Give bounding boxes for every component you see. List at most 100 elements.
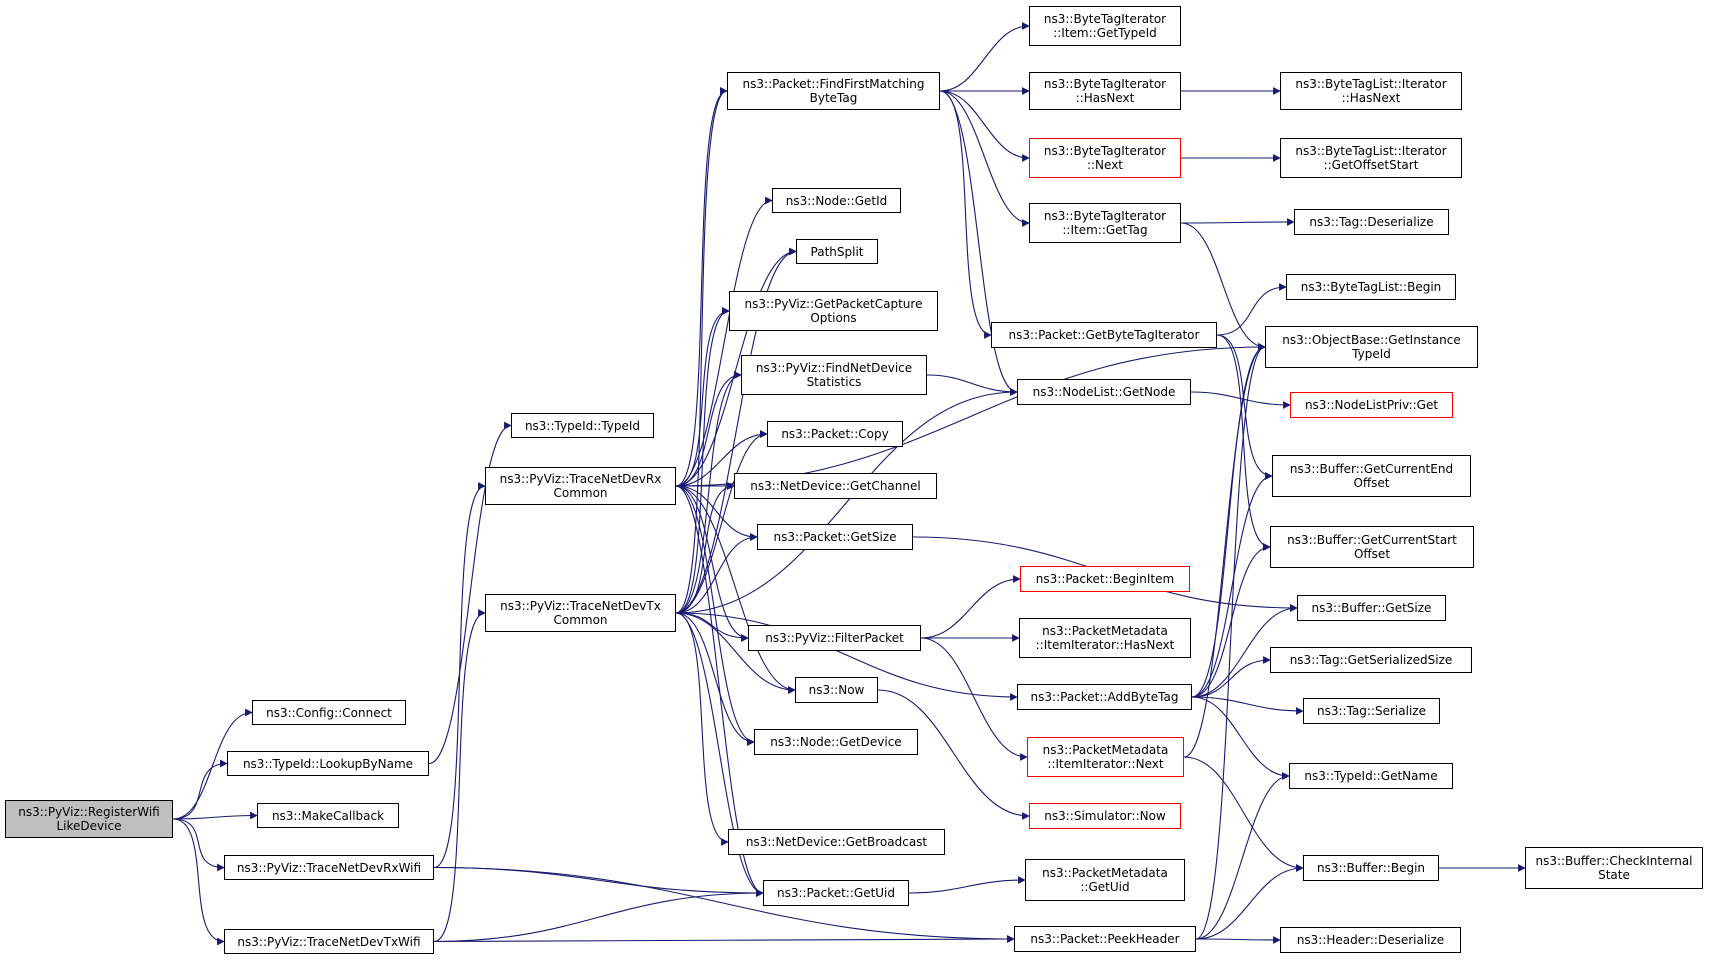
node-byte-tag-list-begin[interactable]: ns3::ByteTagList::Begin <box>1286 274 1456 300</box>
edge-traceTxCommon-to-nodeListGetNode <box>675 388 1018 614</box>
edge-traceRxCommon-to-getPacketCapture <box>675 307 730 487</box>
node-buffer-get-current-end-offset[interactable]: ns3::Buffer::GetCurrentEnd Offset <box>1272 455 1471 497</box>
node-node-get-device[interactable]: ns3::Node::GetDevice <box>754 729 918 755</box>
node-make-callback[interactable]: ns3::MakeCallback <box>257 803 399 828</box>
edge-traceRxCommon-to-pathSplit <box>675 247 797 487</box>
edge-traceTxCommon-to-netDevGetChannel <box>675 482 735 614</box>
edge-traceTxWifi-to-traceTxCommon <box>433 609 486 943</box>
edge-traceRxCommon-to-nodeGetId <box>675 196 773 487</box>
edge-findFirstMatching-to-btiItemGetTag <box>939 90 1030 227</box>
edge-addByteTag-to-typeIdGetName <box>1191 696 1290 780</box>
edge-traceTxCommon-to-ns3Now <box>675 612 796 694</box>
node-byte-tag-iterator-has-next[interactable]: ns3::ByteTagIterator ::HasNext <box>1029 72 1181 110</box>
edge-registerWifi-to-lookupByName <box>172 759 228 820</box>
node-filter-packet[interactable]: ns3::PyViz::FilterPacket <box>748 625 921 651</box>
node-trace-net-dev-rx-common[interactable]: ns3::PyViz::TraceNetDevRx Common <box>485 467 676 505</box>
edge-addByteTag-to-bufGetCurrentEndOffset <box>1191 472 1273 698</box>
edge-traceRxWifi-to-packetGetUid <box>433 866 764 897</box>
edge-nodeListGetNode-to-nodeListPrivGet <box>1190 391 1291 409</box>
node-packet-metadata-item-iterator-next[interactable]: ns3::PacketMetadata ::ItemIterator::Next <box>1027 737 1184 777</box>
node-tag-deserialize[interactable]: ns3::Tag::Deserialize <box>1294 209 1449 235</box>
node-typeid-typeid[interactable]: ns3::TypeId::TypeId <box>511 413 654 438</box>
node-get-packet-capture-options[interactable]: ns3::PyViz::GetPacketCapture Options <box>729 291 938 331</box>
edge-getByteTagIterator-to-bufGetCurrentEndOffset <box>1216 334 1273 480</box>
edge-filterPacket-to-packetBeginItem <box>920 575 1021 639</box>
node-packet-metadata-get-uid[interactable]: ns3::PacketMetadata ::GetUid <box>1025 859 1185 901</box>
edge-traceRxCommon-to-filterPacket <box>675 485 749 642</box>
node-buffer-get-current-start-offset[interactable]: ns3::Buffer::GetCurrentStart Offset <box>1270 526 1474 568</box>
edge-findFirstMatching-to-btiNext <box>939 90 1030 162</box>
edge-traceTxWifi-to-peekHeader <box>433 935 1015 943</box>
node-tag-serialize[interactable]: ns3::Tag::Serialize <box>1303 698 1440 724</box>
edge-findFirstMatching-to-getByteTagIterator <box>939 90 992 339</box>
edge-traceTxCommon-to-getPacketCapture <box>675 307 730 614</box>
node-buffer-check-internal-state[interactable]: ns3::Buffer::CheckInternal State <box>1525 847 1703 889</box>
node-buffer-begin[interactable]: ns3::Buffer::Begin <box>1303 855 1439 881</box>
node-typeid-get-name[interactable]: ns3::TypeId::GetName <box>1289 763 1453 789</box>
edge-traceTxWifi-to-packetGetUid <box>433 889 764 943</box>
node-header-deserialize[interactable]: ns3::Header::Deserialize <box>1280 927 1461 953</box>
node-byte-tag-iterator-item-get-type-id[interactable]: ns3::ByteTagIterator ::Item::GetTypeId <box>1029 6 1181 46</box>
edge-peekHeader-to-headerDeserialize <box>1195 936 1281 944</box>
node-net-device-get-broadcast[interactable]: ns3::NetDevice::GetBroadcast <box>728 829 945 855</box>
edge-findFirstMatching-to-nodeListGetNode <box>939 90 1018 396</box>
edge-registerWifi-to-configConnect <box>172 708 253 820</box>
edge-traceTxCommon-to-findNetDevStats <box>675 371 742 614</box>
edge-traceTxCommon-to-packetGetSize <box>675 533 758 614</box>
edge-traceRxCommon-to-ns3Now <box>675 485 796 694</box>
node-byte-tag-iterator-item-get-tag[interactable]: ns3::ByteTagIterator ::Item::GetTag <box>1029 203 1181 243</box>
edge-ns3Now-to-simulatorNow <box>877 689 1030 820</box>
node-packet-peek-header[interactable]: ns3::Packet::PeekHeader <box>1014 926 1196 952</box>
node-find-first-matching-byte-tag[interactable]: ns3::Packet::FindFirstMatching ByteTag <box>727 72 940 110</box>
node-object-base-get-instance-type-id[interactable]: ns3::ObjectBase::GetInstance TypeId <box>1265 326 1478 368</box>
node-typeid-lookup-by-name[interactable]: ns3::TypeId::LookupByName <box>227 751 429 776</box>
node-packet-copy[interactable]: ns3::Packet::Copy <box>767 421 903 447</box>
node-find-net-device-statistics[interactable]: ns3::PyViz::FindNetDevice Statistics <box>741 355 927 395</box>
node-tag-get-serialized-size[interactable]: ns3::Tag::GetSerializedSize <box>1270 647 1472 673</box>
edge-getByteTagIterator-to-btlBegin <box>1216 283 1287 336</box>
node-packet-get-size[interactable]: ns3::Packet::GetSize <box>757 524 913 550</box>
edge-btiItemGetTag-to-tagDeserialize <box>1180 218 1295 226</box>
edge-registerWifi-to-makeCallback <box>172 811 258 820</box>
node-packet-metadata-item-iterator-has-next[interactable]: ns3::PacketMetadata ::ItemIterator::HasN… <box>1019 618 1191 658</box>
node-trace-net-dev-tx-common[interactable]: ns3::PyViz::TraceNetDevTx Common <box>485 594 676 632</box>
node-buffer-get-size[interactable]: ns3::Buffer::GetSize <box>1297 595 1446 621</box>
node-byte-tag-list-iterator-get-offset-start[interactable]: ns3::ByteTagList::Iterator ::GetOffsetSt… <box>1280 138 1462 178</box>
node-node-list-get-node[interactable]: ns3::NodeList::GetNode <box>1017 379 1191 405</box>
node-byte-tag-list-iterator-has-next[interactable]: ns3::ByteTagList::Iterator ::HasNext <box>1280 72 1462 110</box>
edge-findNetDevStats-to-nodeListGetNode <box>926 374 1018 396</box>
edge-traceTxCommon-to-findFirstMatching <box>675 87 728 614</box>
edge-lookupByName-to-typeIdTypeId <box>428 421 512 765</box>
node-node-get-id[interactable]: ns3::Node::GetId <box>772 188 901 213</box>
edge-peekHeader-to-bufBegin <box>1195 864 1304 940</box>
edge-registerWifi-to-traceRxWifi <box>172 818 225 872</box>
edge-addByteTag-to-tagGetSerializedSize <box>1191 656 1271 698</box>
edge-peekHeader-to-objBaseGetInstanceTypeId <box>1195 343 1266 940</box>
edge-addByteTag-to-tagSerialize <box>1191 696 1304 715</box>
edge-registerWifi-to-traceTxWifi <box>172 818 225 946</box>
edge-findFirstMatching-to-btiItemGetTypeId <box>939 22 1030 92</box>
node-trace-net-dev-rx-wifi[interactable]: ns3::PyViz::TraceNetDevRxWifi <box>224 855 434 880</box>
edge-addByteTag-to-objBaseGetInstanceTypeId <box>1191 343 1266 698</box>
node-packet-get-uid[interactable]: ns3::Packet::GetUid <box>763 880 909 906</box>
node-packet-get-byte-tag-iterator[interactable]: ns3::Packet::GetByteTagIterator <box>991 322 1217 348</box>
edge-btiItemGetTag-to-objBaseGetInstanceTypeId <box>1180 222 1266 351</box>
node-register-wifi-like-device: ns3::PyViz::RegisterWifi LikeDevice <box>5 800 173 838</box>
node-path-split[interactable]: PathSplit <box>796 239 878 264</box>
edge-peekHeader-to-typeIdGetName <box>1195 772 1290 940</box>
node-simulator-now[interactable]: ns3::Simulator::Now <box>1029 803 1181 829</box>
node-trace-net-dev-tx-wifi[interactable]: ns3::PyViz::TraceNetDevTxWifi <box>224 929 434 954</box>
node-packet-begin-item[interactable]: ns3::Packet::BeginItem <box>1020 566 1190 592</box>
node-ns3-now[interactable]: ns3::Now <box>795 677 878 703</box>
node-node-list-priv-get[interactable]: ns3::NodeListPriv::Get <box>1290 392 1453 418</box>
edge-traceRxCommon-to-packetCopy <box>675 430 768 487</box>
node-net-device-get-channel[interactable]: ns3::NetDevice::GetChannel <box>734 473 937 499</box>
edge-traceRxCommon-to-findFirstMatching <box>675 87 728 487</box>
edge-traceRxWifi-to-traceRxCommon <box>433 482 486 869</box>
node-packet-add-byte-tag[interactable]: ns3::Packet::AddByteTag <box>1017 684 1192 710</box>
node-config-connect[interactable]: ns3::Config::Connect <box>252 700 406 725</box>
edge-traceTxCommon-to-addByteTag <box>675 612 1018 701</box>
edge-traceRxCommon-to-packetGetUid <box>675 485 764 897</box>
node-byte-tag-iterator-next[interactable]: ns3::ByteTagIterator ::Next <box>1029 138 1181 178</box>
